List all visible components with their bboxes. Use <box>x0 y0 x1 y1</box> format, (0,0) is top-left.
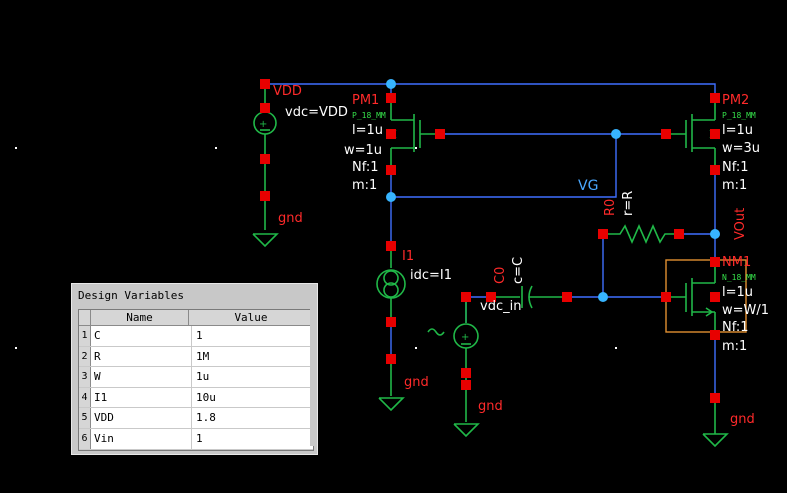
r0-name: R0 <box>603 199 618 216</box>
i1-gnd-label: gnd <box>404 375 429 390</box>
table-row[interactable]: 6 Vin 1 <box>79 429 313 450</box>
pm2-m: m:1 <box>722 178 747 193</box>
net-label-vg: VG <box>578 178 598 194</box>
variable-value[interactable]: 1.8 <box>192 408 313 428</box>
variable-name[interactable]: Vin <box>91 429 192 449</box>
vin-source[interactable]: + vdc_in gnd <box>428 299 521 436</box>
design-variables-panel[interactable]: Design Variables Name Value 1 C 1 2 R 1M… <box>71 283 318 455</box>
table-row[interactable]: 5 VDD 1.8 <box>79 408 313 429</box>
nm1-m: m:1 <box>722 339 747 354</box>
table-row[interactable]: 3 W 1u <box>79 367 313 388</box>
pm2-l: l=1u <box>722 123 753 138</box>
transistor-pm2[interactable]: PM2 P_18_MM l=1u w=3u Nf:1 m:1 <box>661 93 760 193</box>
nm1-nf: Nf:1 <box>722 320 749 335</box>
variable-name[interactable]: W <box>91 367 192 387</box>
net-label-vout: VOut <box>733 208 748 240</box>
pm1-l: l=1u <box>352 123 383 138</box>
svg-text:+: + <box>461 332 469 343</box>
pm1-nf: Nf:1 <box>352 160 379 175</box>
wires[interactable] <box>265 84 715 398</box>
nm1-name: NM1 <box>722 255 751 270</box>
pm1-w: w=1u <box>344 143 382 158</box>
current-source-i1[interactable]: I1 idc=I1 gnd <box>377 241 452 410</box>
variable-value[interactable]: 1 <box>192 429 313 449</box>
pm1-m: m:1 <box>352 178 377 193</box>
row-index: 1 <box>79 326 91 346</box>
pm2-model: P_18_MM <box>722 111 756 120</box>
row-index: 4 <box>79 388 91 408</box>
row-index: 5 <box>79 408 91 428</box>
variable-name[interactable]: C <box>91 326 192 346</box>
vin-gnd-label: gnd <box>478 399 503 414</box>
i1-name: I1 <box>402 249 414 264</box>
transistor-pm1[interactable]: PM1 P_18_MM l=1u w=1u Nf:1 m:1 <box>344 93 445 193</box>
vin-label: vdc_in <box>480 299 521 314</box>
row-index: 6 <box>79 429 91 449</box>
table-row[interactable]: 4 I1 10u <box>79 388 313 409</box>
c0-name: C0 <box>493 267 508 284</box>
nm1-model: N_18_MM <box>722 273 756 282</box>
row-index: 3 <box>79 367 91 387</box>
pm2-name: PM2 <box>722 93 749 108</box>
r0-param: r=R <box>621 191 636 216</box>
table-row[interactable]: 1 C 1 <box>79 326 313 347</box>
scrollbar[interactable] <box>310 309 317 446</box>
c0-param: c=C <box>511 257 526 284</box>
vdd-source[interactable]: + VDD vdc=VDD gnd <box>253 79 348 246</box>
pm1-name: PM1 <box>352 93 379 108</box>
row-index: 2 <box>79 347 91 367</box>
pm1-model: P_18_MM <box>352 111 386 120</box>
variable-value[interactable]: 1u <box>192 367 313 387</box>
pm2-nf: Nf:1 <box>722 160 749 175</box>
vdd-source-param: vdc=VDD <box>285 105 348 120</box>
svg-text:+: + <box>259 119 267 130</box>
column-header-value[interactable]: Value <box>189 310 313 325</box>
variable-name[interactable]: R <box>91 347 192 367</box>
column-header-name[interactable]: Name <box>91 310 189 325</box>
variable-value[interactable]: 1M <box>192 347 313 367</box>
table-header: Name Value <box>79 310 313 326</box>
vdd-gnd-label: gnd <box>278 211 303 226</box>
vdd-source-name: VDD <box>273 84 302 99</box>
i1-param: idc=I1 <box>410 268 452 283</box>
pm2-w: w=3u <box>722 141 760 156</box>
nm1-w: w=W/1 <box>722 303 769 318</box>
nm1-gnd-label: gnd <box>730 412 755 427</box>
design-variables-title: Design Variables <box>78 289 184 302</box>
resistor-r0[interactable]: R0 r=R <box>598 191 684 242</box>
variable-value[interactable]: 10u <box>192 388 313 408</box>
variable-name[interactable]: I1 <box>91 388 192 408</box>
variable-name[interactable]: VDD <box>91 408 192 428</box>
variable-value[interactable]: 1 <box>192 326 313 346</box>
table-row[interactable]: 2 R 1M <box>79 347 313 368</box>
design-variables-table[interactable]: Name Value 1 C 1 2 R 1M 3 W 1u 4 I1 10u … <box>78 309 314 451</box>
nm1-l: l=1u <box>722 285 753 300</box>
